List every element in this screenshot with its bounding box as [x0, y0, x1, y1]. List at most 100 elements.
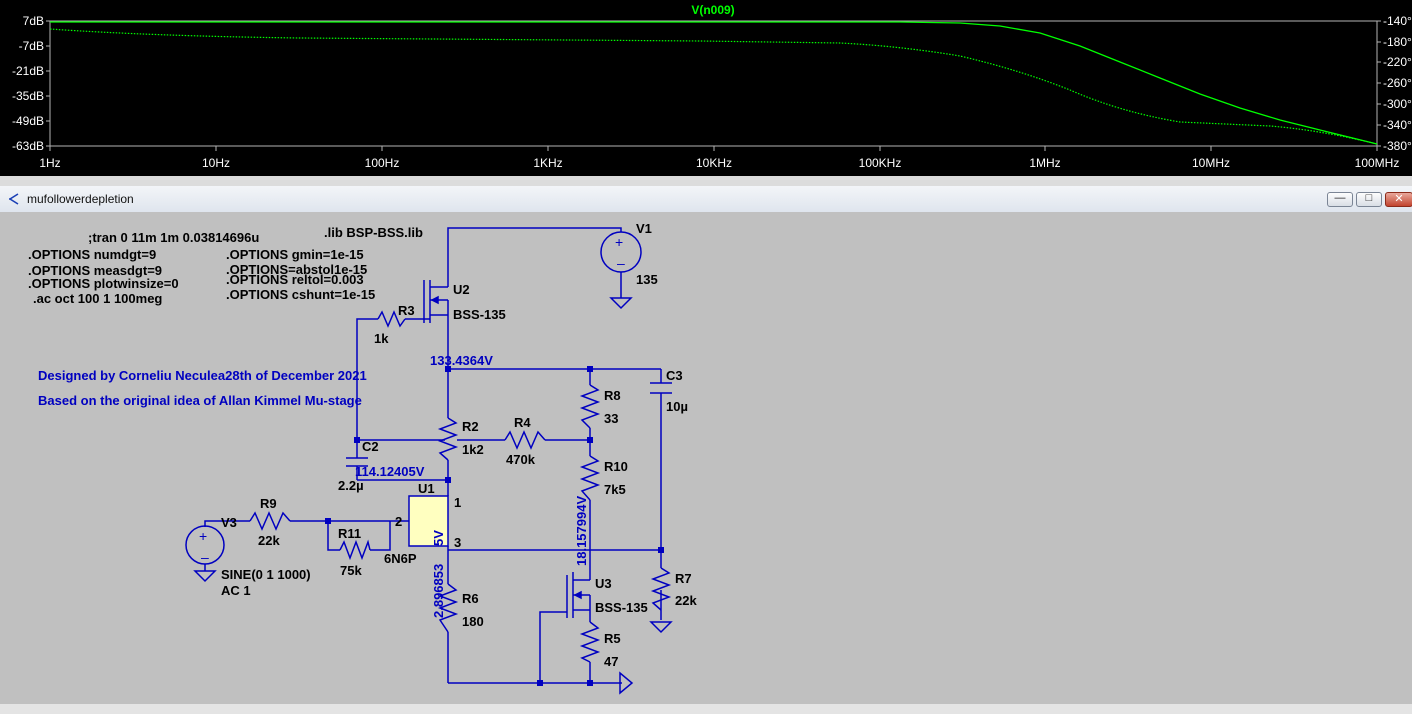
ground-icon [609, 297, 633, 310]
tran-directive[interactable]: ;tran 0 11m 1m 0.03814696u [88, 230, 259, 245]
left-axis-tick-label: -49dB [12, 114, 44, 128]
resistor-symbols[interactable] [249, 310, 672, 663]
right-axis-tick-label: -260° [1383, 76, 1412, 90]
u2-mosfet-symbol[interactable] [423, 280, 449, 328]
designer-note[interactable]: Designed by Corneliu Neculea28th of Dece… [38, 368, 367, 383]
options-directive[interactable]: .OPTIONS measdgt=9 [28, 263, 162, 278]
restore-button[interactable]: □ [1356, 192, 1382, 207]
component-value[interactable]: 1k2 [462, 442, 484, 457]
component-name[interactable]: R3 [398, 303, 415, 318]
node-voltage-label[interactable]: 2.896853 [431, 564, 446, 618]
x-axis-tick-label: 10MHz [1192, 156, 1230, 170]
v1-voltage-source[interactable]: + – [600, 231, 642, 273]
component-value[interactable]: 135 [636, 272, 658, 287]
component-name[interactable]: V3 [221, 515, 237, 530]
capacitor-symbols[interactable] [346, 382, 672, 467]
component-name[interactable]: V1 [636, 221, 652, 236]
component-name[interactable]: R6 [462, 591, 479, 606]
component-value[interactable]: BSS-135 [595, 600, 648, 615]
lib-directive[interactable]: .lib BSP-BSS.lib [324, 225, 423, 240]
component-value[interactable]: 47 [604, 654, 618, 669]
component-value[interactable]: 33 [604, 411, 618, 426]
component-value[interactable]: SINE(0 1 1000) [221, 567, 311, 582]
component-value[interactable]: 470k [506, 452, 536, 467]
phase-trace[interactable] [49, 28, 1378, 145]
component-value[interactable]: 2.2µ [338, 478, 364, 493]
x-axis-tick-label: 10Hz [202, 156, 230, 170]
ground-icon [649, 621, 673, 634]
x-axis-tick-label: 100KHz [859, 156, 902, 170]
component-name[interactable]: R7 [675, 571, 692, 586]
right-axis-tick-label: -340° [1383, 118, 1412, 132]
component-value[interactable]: 22k [258, 533, 280, 548]
schematic-canvas[interactable]: + – [0, 212, 1412, 704]
left-axis-tick-label: -35dB [12, 89, 44, 103]
component-ac-value[interactable]: AC 1 [221, 583, 251, 598]
u1-pin-label: 2 [395, 514, 402, 529]
u3-mosfet-symbol[interactable] [566, 566, 591, 618]
component-name[interactable]: R11 [338, 526, 361, 541]
right-axis-tick-label: -180° [1383, 35, 1412, 49]
component-name[interactable]: U1 [418, 481, 435, 496]
svg-text:–: – [617, 255, 625, 271]
wires [204, 227, 662, 684]
close-icon: ✕ [1394, 193, 1404, 205]
component-value[interactable]: 180 [462, 614, 484, 629]
x-axis-tick-label: 100Hz [365, 156, 400, 170]
x-axis-tick-label: 1KHz [533, 156, 562, 170]
options-directive[interactable]: .OPTIONS gmin=1e-15 [226, 247, 364, 262]
origin-note[interactable]: Based on the original idea of Allan Kimm… [38, 393, 362, 408]
node-voltage-label-suffix[interactable]: 5V [431, 530, 446, 546]
component-name[interactable]: R2 [462, 419, 479, 434]
component-name[interactable]: U2 [453, 282, 470, 297]
component-name[interactable]: U3 [595, 576, 612, 591]
right-axis-tick-label: -380° [1383, 139, 1412, 153]
component-value[interactable]: 75k [340, 563, 362, 578]
u1-pin-label: 1 [454, 495, 461, 510]
minimize-button[interactable]: — [1327, 192, 1353, 207]
component-value[interactable]: 7k5 [604, 482, 626, 497]
restore-icon: □ [1365, 192, 1373, 204]
svg-text:–: – [201, 549, 209, 565]
options-directive[interactable]: .OPTIONS numdgt=9 [28, 247, 156, 262]
x-axis-ticks [49, 146, 1378, 151]
window-titlebar[interactable]: mufollowerdepletion — □ ✕ [0, 186, 1412, 213]
left-axis-tick-label: -63dB [12, 139, 44, 153]
node-voltage-label[interactable]: 133.4364V [430, 353, 493, 368]
component-value[interactable]: 22k [675, 593, 697, 608]
right-axis-labels: -140° -180° -220° -260° -300° -340° -380… [1383, 14, 1412, 153]
component-name[interactable]: C3 [666, 368, 683, 383]
close-button[interactable]: ✕ [1385, 192, 1412, 207]
v3-voltage-source[interactable]: + – [185, 525, 225, 571]
component-value[interactable]: 1k [374, 331, 389, 346]
ground-icon [619, 671, 634, 695]
schematic-window: mufollowerdepletion — □ ✕ [0, 186, 1412, 704]
component-name[interactable]: R9 [260, 496, 277, 511]
magnitude-trace[interactable] [50, 21, 1378, 145]
component-value[interactable]: 10µ [666, 399, 688, 414]
component-name[interactable]: R10 [604, 459, 628, 474]
svg-text:+: + [615, 234, 623, 250]
options-directive[interactable]: .OPTIONS reltol=0.003 [226, 272, 364, 287]
trace-label[interactable]: V(n009) [691, 3, 734, 17]
minimize-icon: — [1334, 192, 1346, 204]
x-axis-tick-label: 1MHz [1029, 156, 1060, 170]
options-directive[interactable]: .OPTIONS cshunt=1e-15 [226, 287, 375, 302]
options-directive[interactable]: .OPTIONS plotwinsize=0 [28, 276, 179, 291]
plot-frame [49, 20, 1378, 147]
component-name[interactable]: R5 [604, 631, 621, 646]
component-value[interactable]: 6N6P [384, 551, 417, 566]
component-value[interactable]: BSS-135 [453, 307, 506, 322]
node-voltage-label[interactable]: 114.12405V [355, 464, 425, 479]
options-directive[interactable]: .OPTIONS=abstol1e-15 [226, 262, 367, 277]
x-axis-tick-label: 1Hz [39, 156, 60, 170]
pane-separator[interactable] [0, 176, 1412, 186]
waveform-plot-pane[interactable]: V(n009) 7dB -7dB -21dB -35dB -49dB -63dB… [0, 0, 1412, 176]
left-axis-tick-label: 7dB [23, 14, 44, 28]
component-name[interactable]: R4 [514, 415, 531, 430]
component-name[interactable]: C2 [362, 439, 379, 454]
ac-directive[interactable]: .ac oct 100 1 100meg [33, 291, 162, 306]
u1-tube-block[interactable] [408, 495, 449, 547]
component-name[interactable]: R8 [604, 388, 621, 403]
node-voltage-label[interactable]: 18.157994V [574, 496, 589, 566]
